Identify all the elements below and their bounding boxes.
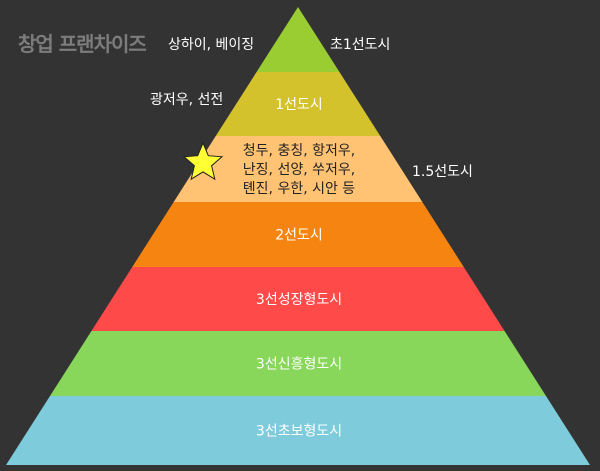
pyramid-tier-5 [49, 331, 547, 396]
pyramid-tier-4 [91, 267, 505, 331]
pyramid-tiers [6, 7, 590, 465]
pyramid-tier-3 [132, 202, 464, 267]
pyramid-tier-label-1: 1선도시 [275, 97, 323, 113]
pyramid-tier-label-4: 3선성장형도시 [256, 292, 342, 308]
pyramid-tier-label-6: 3선초보형도시 [256, 424, 342, 440]
watermark-logo: 창업 프랜차이즈 [18, 32, 147, 56]
label-tier-1-5: 1.5선도시 [412, 164, 473, 180]
label-tier-0: 초1선도시 [330, 37, 391, 53]
pyramid-tier-label-5: 3선신흥형도시 [256, 357, 342, 373]
pyramid-tier-label-2: 청두, 충칭, 항저우,난징, 선양, 쑤저우,톈진, 우한, 시안 등 [243, 143, 356, 197]
pyramid-tier-0 [256, 7, 340, 72]
star-icon [182, 141, 224, 181]
pyramid-tier-2 [173, 136, 423, 202]
label-top-cities: 상하이, 베이징 [168, 37, 255, 53]
pyramid-tier-1 [215, 72, 381, 136]
pyramid-tier-label-3: 2선도시 [275, 228, 323, 244]
label-tier-1-cities: 광저우, 선전 [150, 92, 224, 108]
pyramid-tier-6 [6, 396, 590, 465]
